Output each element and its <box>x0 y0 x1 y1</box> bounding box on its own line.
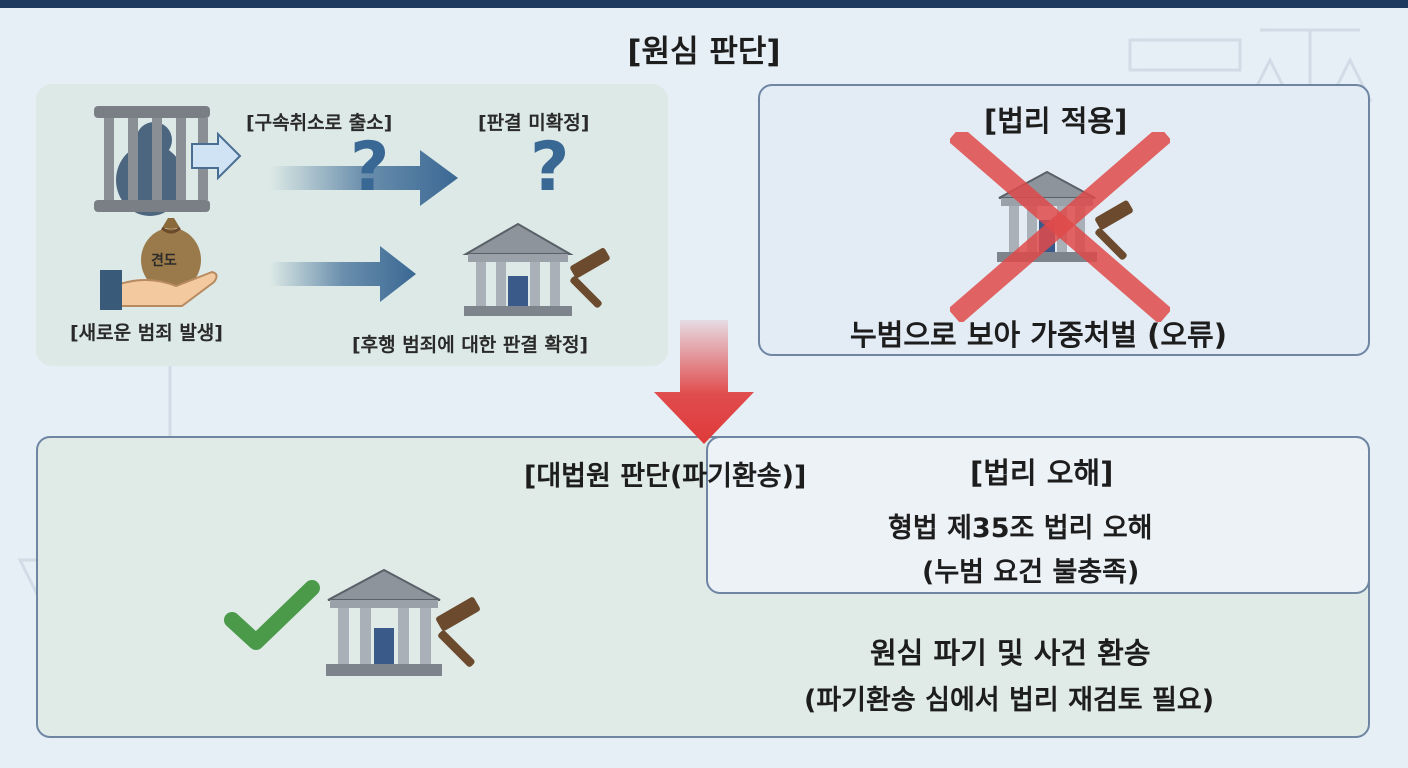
courthouse-icon <box>462 222 610 316</box>
result-line2: (파기환송 심에서 법리 재검토 필요) <box>804 685 1215 716</box>
release-label: [구속취소로 출소] <box>246 112 393 134</box>
gavel-icon <box>570 248 610 308</box>
red-cross-icon <box>950 132 1170 322</box>
page-title: [원심 판단] <box>627 34 781 70</box>
jail-icon <box>94 106 242 216</box>
question-mark-1: ? <box>350 128 390 207</box>
check-icon <box>224 568 480 676</box>
legal-error-line1: 형법 제35조 법리 오해 <box>888 513 1153 544</box>
law-application-caption: 누범으로 보아 가중처벌 (오류) <box>850 318 1227 352</box>
top-accent-bar <box>0 0 1408 8</box>
legal-error-heading: [법리 오해] <box>970 456 1114 490</box>
later-judgment-label: [후행 범죄에 대한 판결 확정] <box>352 334 589 356</box>
money-bag-hand-icon <box>100 218 218 310</box>
legal-error-line2: (누범 요건 불충족) <box>922 557 1140 588</box>
new-crime-label: [새로운 범죄 발생] <box>70 322 223 344</box>
question-mark-2: ? <box>530 128 570 207</box>
right-arrow-icon <box>270 150 458 302</box>
gavel-icon <box>436 597 480 667</box>
unfinalized-label: [판결 미확정] <box>478 112 590 134</box>
money-bag-label: 견도 <box>151 253 177 269</box>
result-line1: 원심 파기 및 사건 환송 <box>870 636 1151 670</box>
down-arrow-icon <box>654 320 754 444</box>
supreme-court-heading: [대법원 판단(파기환송)] <box>524 461 807 492</box>
law-application-heading: [법리 적용] <box>984 104 1128 138</box>
legal-error-subpanel <box>706 436 1370 594</box>
